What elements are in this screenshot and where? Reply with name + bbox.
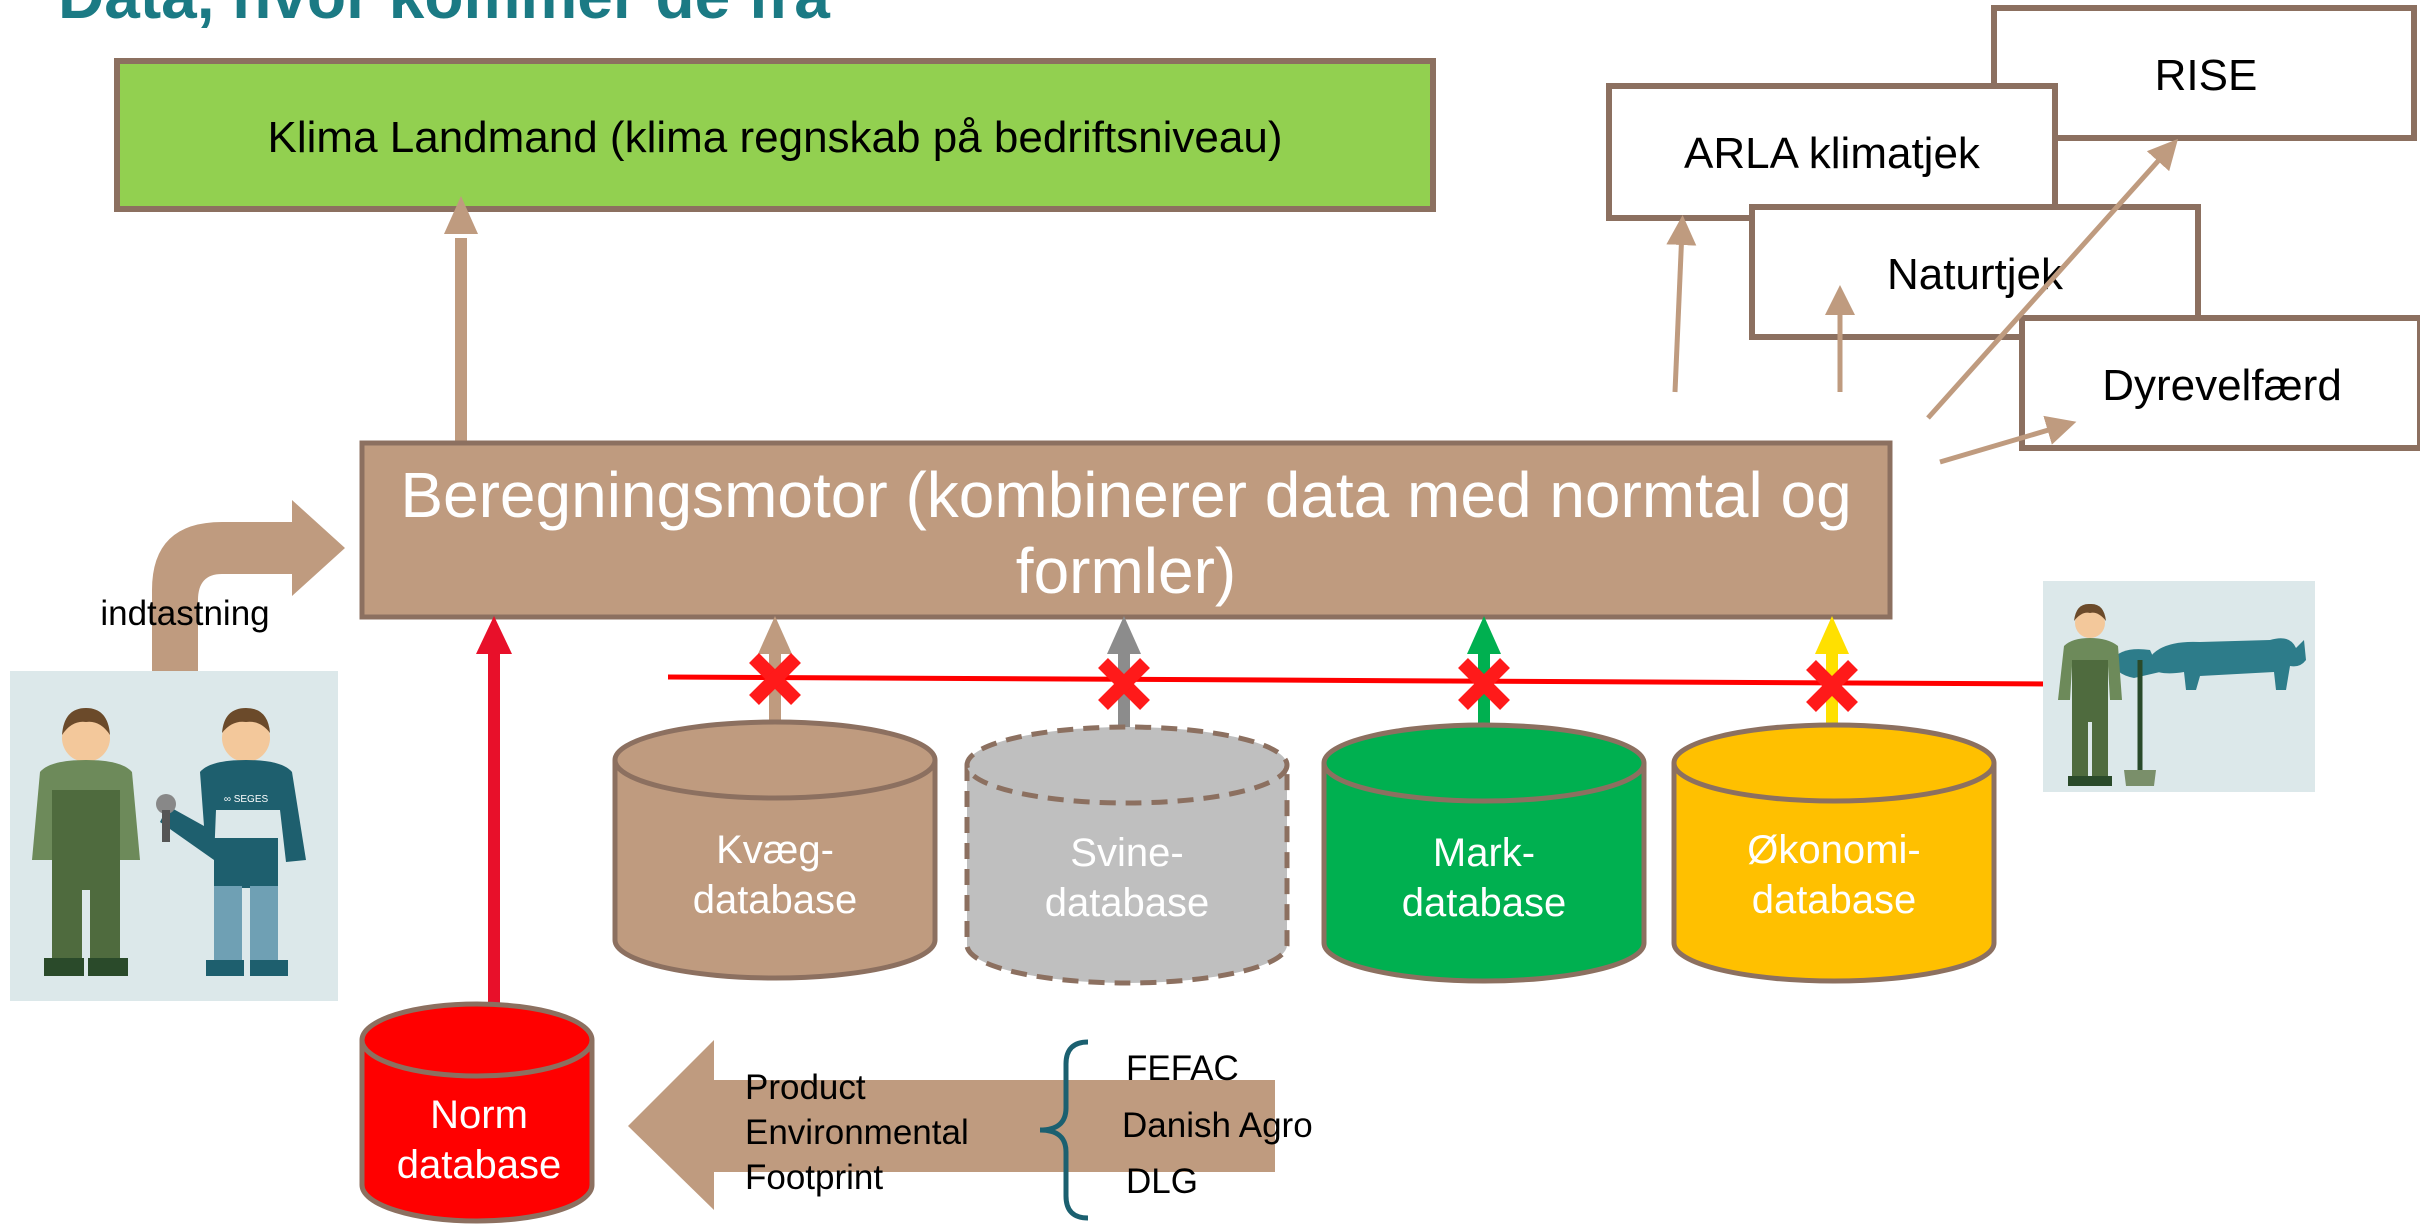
database-kvaeg-label-line1: Kvæg-: [716, 828, 834, 872]
pef-label-line3: Footprint: [745, 1158, 883, 1197]
klima-landmand-box: [114, 58, 1436, 212]
source-danish-agro: Danish Agro: [1122, 1106, 1313, 1145]
blocked-x-marks: [749, 653, 1858, 712]
database-svine: Svine- database: [964, 724, 1290, 986]
output-label-naturtjek: Naturtjek: [1887, 250, 2064, 299]
calculation-engine-label-line2: formler): [1016, 535, 1236, 607]
input-label: indtastning: [100, 594, 269, 633]
database-norm: Norm database: [359, 1001, 595, 1224]
output-label-dyrevelfaerd: Dyrevelfærd: [2102, 361, 2342, 410]
svg-text:∞ SEGES: ∞ SEGES: [224, 794, 269, 805]
database-svine-label-line2: database: [1045, 881, 1210, 925]
output-label-arla: ARLA klimatjek: [1684, 129, 1981, 178]
database-norm-label-line2: database: [397, 1143, 562, 1187]
arrow-to-arla: [1666, 215, 1697, 393]
database-mark-label-line2: database: [1402, 881, 1567, 925]
klima-landmand-label: Klima Landmand (klima regnskab på bedrif…: [268, 113, 1283, 162]
calculation-engine-label-line1: Beregningsmotor (kombinerer data med nor…: [400, 459, 1851, 531]
arrow-engine-to-klima-head: [444, 196, 478, 234]
database-mark-label-line1: Mark-: [1433, 831, 1535, 875]
database-svine-label-line1: Svine-: [1070, 831, 1183, 875]
database-kvaeg: Kvæg- database: [612, 719, 938, 981]
pef-label-line2: Environmental: [745, 1113, 969, 1152]
output-box-rise: [1991, 5, 2417, 141]
database-oekonomi-label-line1: Økonomi-: [1747, 828, 1920, 872]
pef-label-line1: Product: [745, 1068, 866, 1107]
database-oekonomi: Økonomi- database: [1671, 722, 1997, 984]
output-box-dyrevelfaerd: [2019, 315, 2420, 451]
database-norm-label-line1: Norm: [430, 1093, 528, 1137]
farmer-advisor-illustration: ∞ SEGES: [10, 671, 338, 1001]
source-fefac: FEFAC: [1126, 1049, 1239, 1088]
database-oekonomi-label-line2: database: [1752, 878, 1917, 922]
sources-brace: [1039, 1039, 1089, 1221]
arrow-to-rise: [1926, 138, 2179, 420]
arrow-norm-to-engine-head: [476, 616, 512, 654]
database-mark: Mark- database: [1321, 722, 1647, 984]
pef-arrow: [628, 1040, 1275, 1210]
arrow-to-dyrevelfaerd: [1939, 415, 2077, 465]
output-label-rise: RISE: [2155, 51, 2258, 100]
calculation-engine-box: [359, 440, 1893, 620]
source-dlg: DLG: [1126, 1162, 1198, 1201]
farmer-cow-illustration: [2043, 581, 2315, 792]
database-kvaeg-label-line2: database: [693, 878, 858, 922]
page-title: Data, hvor kommer de fra: [58, 0, 830, 32]
input-curved-arrow: [152, 500, 345, 680]
output-box-arla: [1606, 83, 2058, 221]
